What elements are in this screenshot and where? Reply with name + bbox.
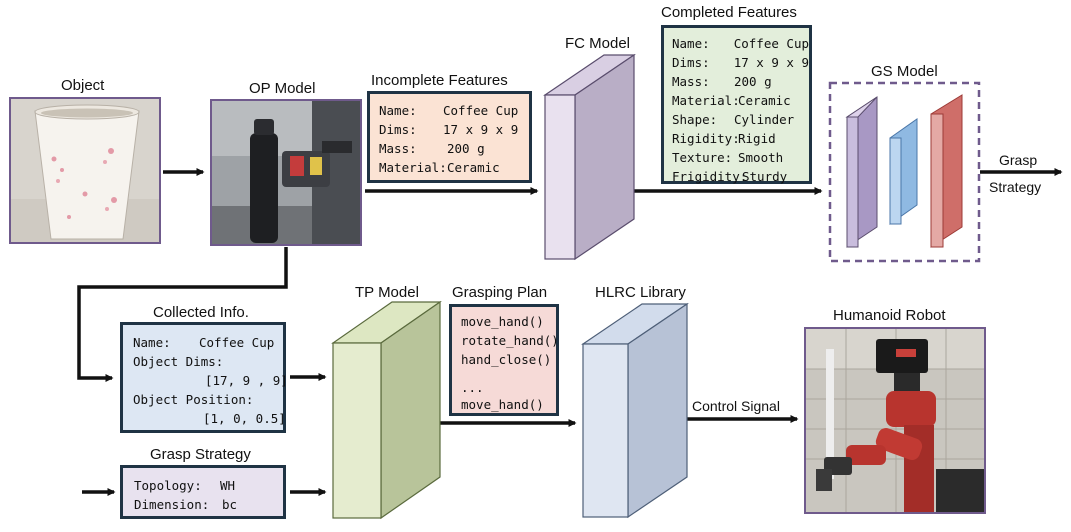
feature-key: Texture: [672,150,733,165]
op-model-photo [210,99,362,246]
gs-model-frame [828,81,981,263]
collected-row: [1, 0, 0.5] [133,409,286,428]
fc-model-title: FC Model [565,35,631,52]
op-model-title: OP Model [249,80,316,97]
object-title: Object [61,77,105,94]
grasping-plan-title: Grasping Plan [452,284,548,301]
feature-key: Shape: [672,112,718,127]
feature-key: Material: [672,93,740,108]
arrow-op-to-collected [77,247,288,382]
gs-layer-2 [889,118,918,225]
completed-row: Material:Ceramic [672,91,809,110]
collected-info-title: Collected Info. [153,304,249,321]
control-signal-label: Control Signal [692,398,780,414]
plan-step: move_hand() [461,314,544,329]
strategy-value: WH [220,478,236,493]
plan-step: hand_close() [461,352,552,367]
plan-step: move_hand() [461,397,544,412]
strategy-value: bc [222,497,238,512]
feature-key: Dims: [379,122,417,137]
feature-key: Mass: [672,74,710,89]
feature-key: Dims: [672,55,710,70]
completed-row: Shape: Cylinder [672,110,809,129]
plan-step: rotate_hand() [461,333,559,348]
strategy-key: Dimension: [134,497,210,512]
hlrc-library-block [581,302,689,519]
grasping-plan-panel: move_hand() rotate_hand() hand_close() .… [449,304,559,416]
feature-value: Cylinder [734,112,795,127]
completed-row: Frigidity:Sturdy [672,167,809,186]
plan-step: ... [461,380,484,395]
coffee-cup-photo [9,97,161,244]
strategy-key: Topology: [134,478,202,493]
feature-value: Ceramic [447,160,500,175]
feature-key: Name: [379,103,417,118]
feature-value: 200 g [447,141,485,156]
incomplete-features-title: Incomplete Features [371,72,508,89]
completed-features-panel: Name: Coffee Cup Dims: 17 x 9 x 9 Mass: 200… [661,25,812,184]
collected-row: [17, 9 , 9] [133,371,288,390]
feature-value: Smooth [738,150,784,165]
feature-value: Sturdy [742,169,788,184]
gs-layer-3 [930,94,963,248]
fc-model-block [543,53,636,261]
feature-value: Coffee Cup [443,103,519,118]
collected-row: Object Position: [133,390,283,409]
humanoid-robot-photo [804,327,986,514]
completed-row: Dims: 17 x 9 x 9 [672,53,809,72]
info-value: [1, 0, 0.5] [203,411,286,426]
feature-value: Coffee Cup [733,36,809,51]
feature-key: Name: [672,36,710,51]
completed-row: Name: Coffee Cup [672,34,809,53]
collected-row: Object Dims: [133,352,283,371]
grasp-strategy-panel: Topology: WH Dimension: bc [120,465,286,519]
info-key: Name: [133,335,171,350]
feature-key: Mass: [379,141,417,156]
incomplete-row: Dims: 17 x 9 x 9 [379,120,529,139]
completed-row: Mass: 200 g [672,72,809,91]
feature-value: Ceramic [738,93,791,108]
feature-value: 17 x 9 x 9 [733,55,809,70]
completed-row: Rigidity:Rigid [672,129,809,148]
gs-layer-1 [845,96,878,248]
info-value: Coffee Cup [199,335,275,350]
tp-model-title: TP Model [355,284,419,301]
incomplete-features-panel: Name: Coffee Cup Dims: 17 x 9 x 9 Mass: 200… [367,91,532,183]
hlrc-library-title: HLRC Library [595,284,686,301]
strategy-row: Topology: WH [134,476,283,495]
completed-row: Texture: Smooth [672,148,809,167]
strategy-row: Dimension: bc [134,495,283,514]
gs-model-title: GS Model [871,63,938,80]
grasp-output-label-1: Grasp [999,152,1038,168]
tp-model-block [331,300,442,520]
feature-key: Material: [379,160,447,175]
feature-key: Frigidity: [672,169,748,184]
info-value: [17, 9 , 9] [205,373,288,388]
info-key: Object Dims: [133,354,224,369]
collected-info-panel: Name: Coffee Cup Object Dims: [17, 9 , 9]… [120,322,288,433]
feature-value: 17 x 9 x 9 [443,122,519,137]
grasp-output-label-2: Strategy [989,179,1042,195]
incomplete-row: Mass: 200 g [379,139,529,158]
feature-key: Rigidity: [672,131,740,146]
completed-features-title: Completed Features [661,4,797,21]
incomplete-row: Material:Ceramic [379,158,529,177]
feature-value: 200 g [734,74,772,89]
feature-value: Rigid [738,131,776,146]
info-key: Object Position: [133,392,254,407]
incomplete-row: Name: Coffee Cup [379,101,529,120]
humanoid-robot-title: Humanoid Robot [833,307,946,324]
grasp-strategy-title: Grasp Strategy [150,446,251,463]
collected-row: Name: Coffee Cup [133,333,283,352]
